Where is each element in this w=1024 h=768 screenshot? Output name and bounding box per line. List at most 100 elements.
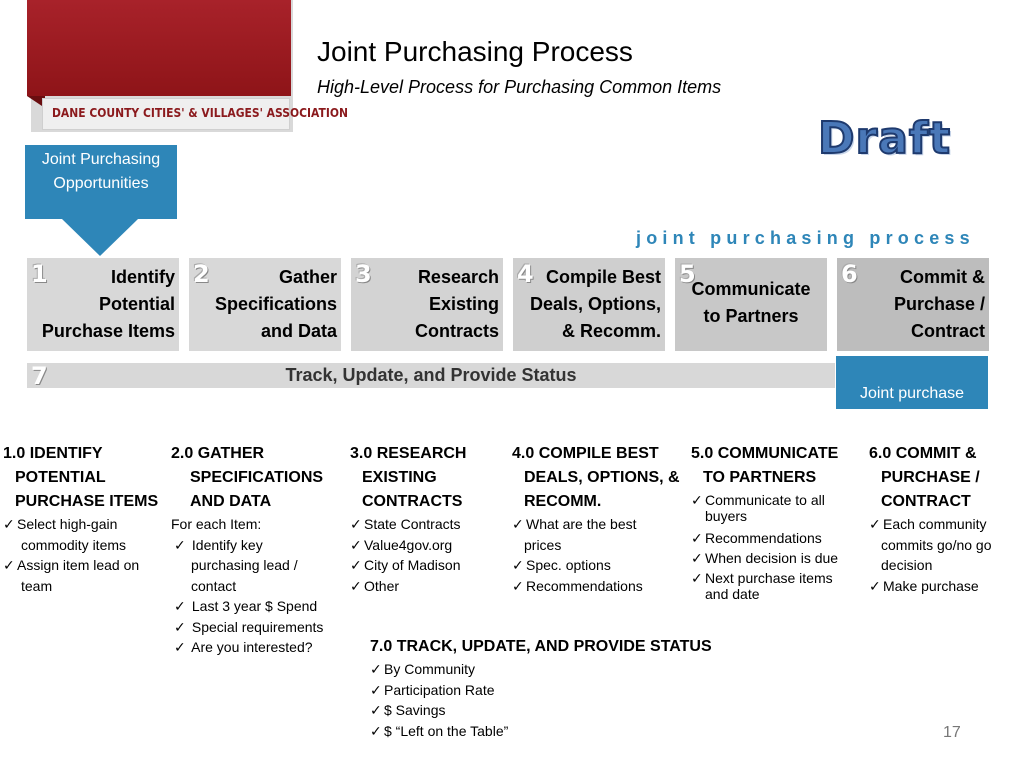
section-title: 6.0 COMMIT & PURCHASE / CONTRACT (869, 442, 1019, 514)
list-item-text: Special requirements (191, 618, 324, 635)
section-title-line: CONTRACT (881, 493, 971, 510)
list-item-text: State Contracts (364, 516, 461, 532)
list-item: ✓Participation Rate (370, 680, 790, 701)
check-icon: ✓ (869, 577, 881, 594)
logo-red-banner (27, 0, 291, 96)
opportunities-label-line2: Opportunities (53, 175, 149, 192)
check-icon: ✓ (350, 536, 362, 553)
list-item-text: Spec. options (526, 557, 611, 573)
step-number: 6 (841, 260, 858, 288)
step-2-box: 2 Gather Specifications and Data (189, 258, 341, 351)
check-icon: ✓ (174, 598, 186, 614)
association-logo-text: DANE COUNTY CITIES' & VILLAGES' ASSOCIAT… (52, 105, 348, 120)
logo-fold (27, 96, 45, 108)
section-title-line: RECOMM. (524, 493, 602, 510)
list-item: ✓$ Savings (370, 700, 790, 721)
step-label: Identify Potential Purchase Items (42, 264, 175, 345)
section-title-line: CONTRACTS (362, 493, 463, 510)
list-item-text: Value4gov.org (364, 536, 453, 553)
list-item: ✓Recommendations (512, 576, 690, 597)
step-number: 4 (517, 260, 534, 288)
section-title-line: 6.0 COMMIT & (869, 445, 977, 462)
step-label-line: Potential (98, 294, 175, 314)
list-item-text: Are you interested? (191, 639, 313, 655)
list-item: ✓State Contracts (350, 514, 510, 535)
list-item: ✓When decision is due (691, 548, 861, 568)
check-icon: ✓ (691, 530, 703, 546)
list-item: ✓ Are you interested? (171, 637, 346, 658)
step-label-line: and Data (260, 321, 337, 341)
check-icon: ✓ (691, 570, 703, 586)
section-title-line: 2.0 GATHER (171, 445, 265, 462)
step-label-line: Compile Best (545, 267, 661, 287)
list-item: ✓Other (350, 576, 510, 597)
step-number: 1 (31, 260, 48, 288)
opportunities-label-line1: Joint Purchasing (41, 151, 161, 168)
section-3: 3.0 RESEARCH EXISTING CONTRACTS ✓State C… (350, 442, 510, 596)
list-item: ✓Make purchase (869, 576, 1019, 597)
list-item-cont: purchasing lead / (191, 557, 298, 573)
list-item-cont: commodity items (21, 536, 127, 553)
step-label-line: Existing (428, 294, 499, 314)
section-intro: For each Item: (171, 516, 262, 532)
list-item-text: Make purchase (883, 577, 979, 594)
section-1: 1.0 IDENTIFY POTENTIAL PURCHASE ITEMS ✓S… (3, 442, 168, 596)
step-label-line: Communicate (691, 279, 811, 299)
check-icon: ✓ (174, 639, 186, 655)
step-label-line: Contract (910, 321, 985, 341)
list-item-text: By Community (384, 661, 476, 677)
slide-title: Joint Purchasing Process (317, 36, 633, 67)
list-item-text: Recommendations (526, 577, 643, 594)
check-icon: ✓ (350, 577, 362, 594)
list-item-text: Communicate to all (705, 492, 825, 508)
check-icon: ✓ (512, 516, 524, 532)
draft-watermark: Draft (817, 112, 952, 165)
step-4-box: 4 Compile Best Deals, Options, & Recomm. (513, 258, 665, 351)
step-1-box: 1 Identify Potential Purchase Items (27, 258, 179, 351)
joint-purchase-label: Joint purchase (859, 385, 965, 402)
section-title-line: TO PARTNERS (703, 469, 817, 486)
check-icon: ✓ (869, 516, 881, 532)
section-title: 2.0 GATHER SPECIFICATIONS AND DATA (171, 442, 346, 514)
check-icon: ✓ (350, 557, 362, 573)
check-icon: ✓ (3, 557, 15, 573)
list-item: ✓Value4gov.org (350, 535, 510, 556)
list-item: ✓What are the best (512, 514, 690, 535)
track-status-bar: 7 Track, Update, and Provide Status (27, 363, 835, 389)
list-item-text: When decision is due (705, 550, 839, 566)
step-label-line: to Partners (703, 306, 799, 326)
list-item-text: Select high-gain (17, 516, 118, 532)
step-5-box: 5 Communicate to Partners (675, 258, 827, 351)
list-item-cont: prices (524, 536, 562, 553)
section-title-line: PURCHASE / (881, 469, 980, 486)
step-label: Gather Specifications and Data (215, 264, 337, 345)
check-icon: ✓ (3, 516, 15, 532)
section-title-line: AND DATA (190, 493, 272, 510)
check-icon: ✓ (174, 618, 186, 635)
section-title-line: 5.0 COMMUNICATE (691, 445, 839, 462)
list-item: ✓City of Madison (350, 555, 510, 576)
list-item-text: Assign item lead on (17, 557, 140, 573)
step-label: Compile Best Deals, Options, & Recomm. (530, 264, 661, 345)
joint-purchase-box (836, 356, 988, 409)
section-title-line: EXISTING (362, 469, 437, 486)
list-item-text: Recommendations (705, 530, 822, 546)
section-7: 7.0 TRACK, UPDATE, AND PROVIDE STATUS ✓B… (370, 635, 790, 741)
list-item-cont: team (21, 577, 53, 594)
list-item: ✓ Identify key (171, 535, 346, 556)
section-title: 3.0 RESEARCH EXISTING CONTRACTS (350, 442, 510, 514)
step-3-box: 3 Research Existing Contracts (351, 258, 503, 351)
section-2: 2.0 GATHER SPECIFICATIONS AND DATA For e… (171, 442, 346, 658)
list-item: ✓Assign item lead on (3, 555, 168, 576)
section-title: 1.0 IDENTIFY POTENTIAL PURCHASE ITEMS (3, 442, 168, 514)
step-6-box: 6 Commit & Purchase / Contract (837, 258, 989, 351)
step-number: 3 (355, 260, 372, 288)
list-item: ✓Next purchase items (691, 568, 861, 588)
list-item: ✓By Community (370, 659, 790, 680)
list-item-text: City of Madison (364, 557, 461, 573)
check-icon: ✓ (174, 536, 186, 553)
check-icon: ✓ (691, 550, 703, 566)
check-icon: ✓ (691, 492, 703, 508)
section-title-line: 1.0 IDENTIFY (3, 445, 103, 462)
list-item-text: $ Savings (384, 702, 446, 718)
